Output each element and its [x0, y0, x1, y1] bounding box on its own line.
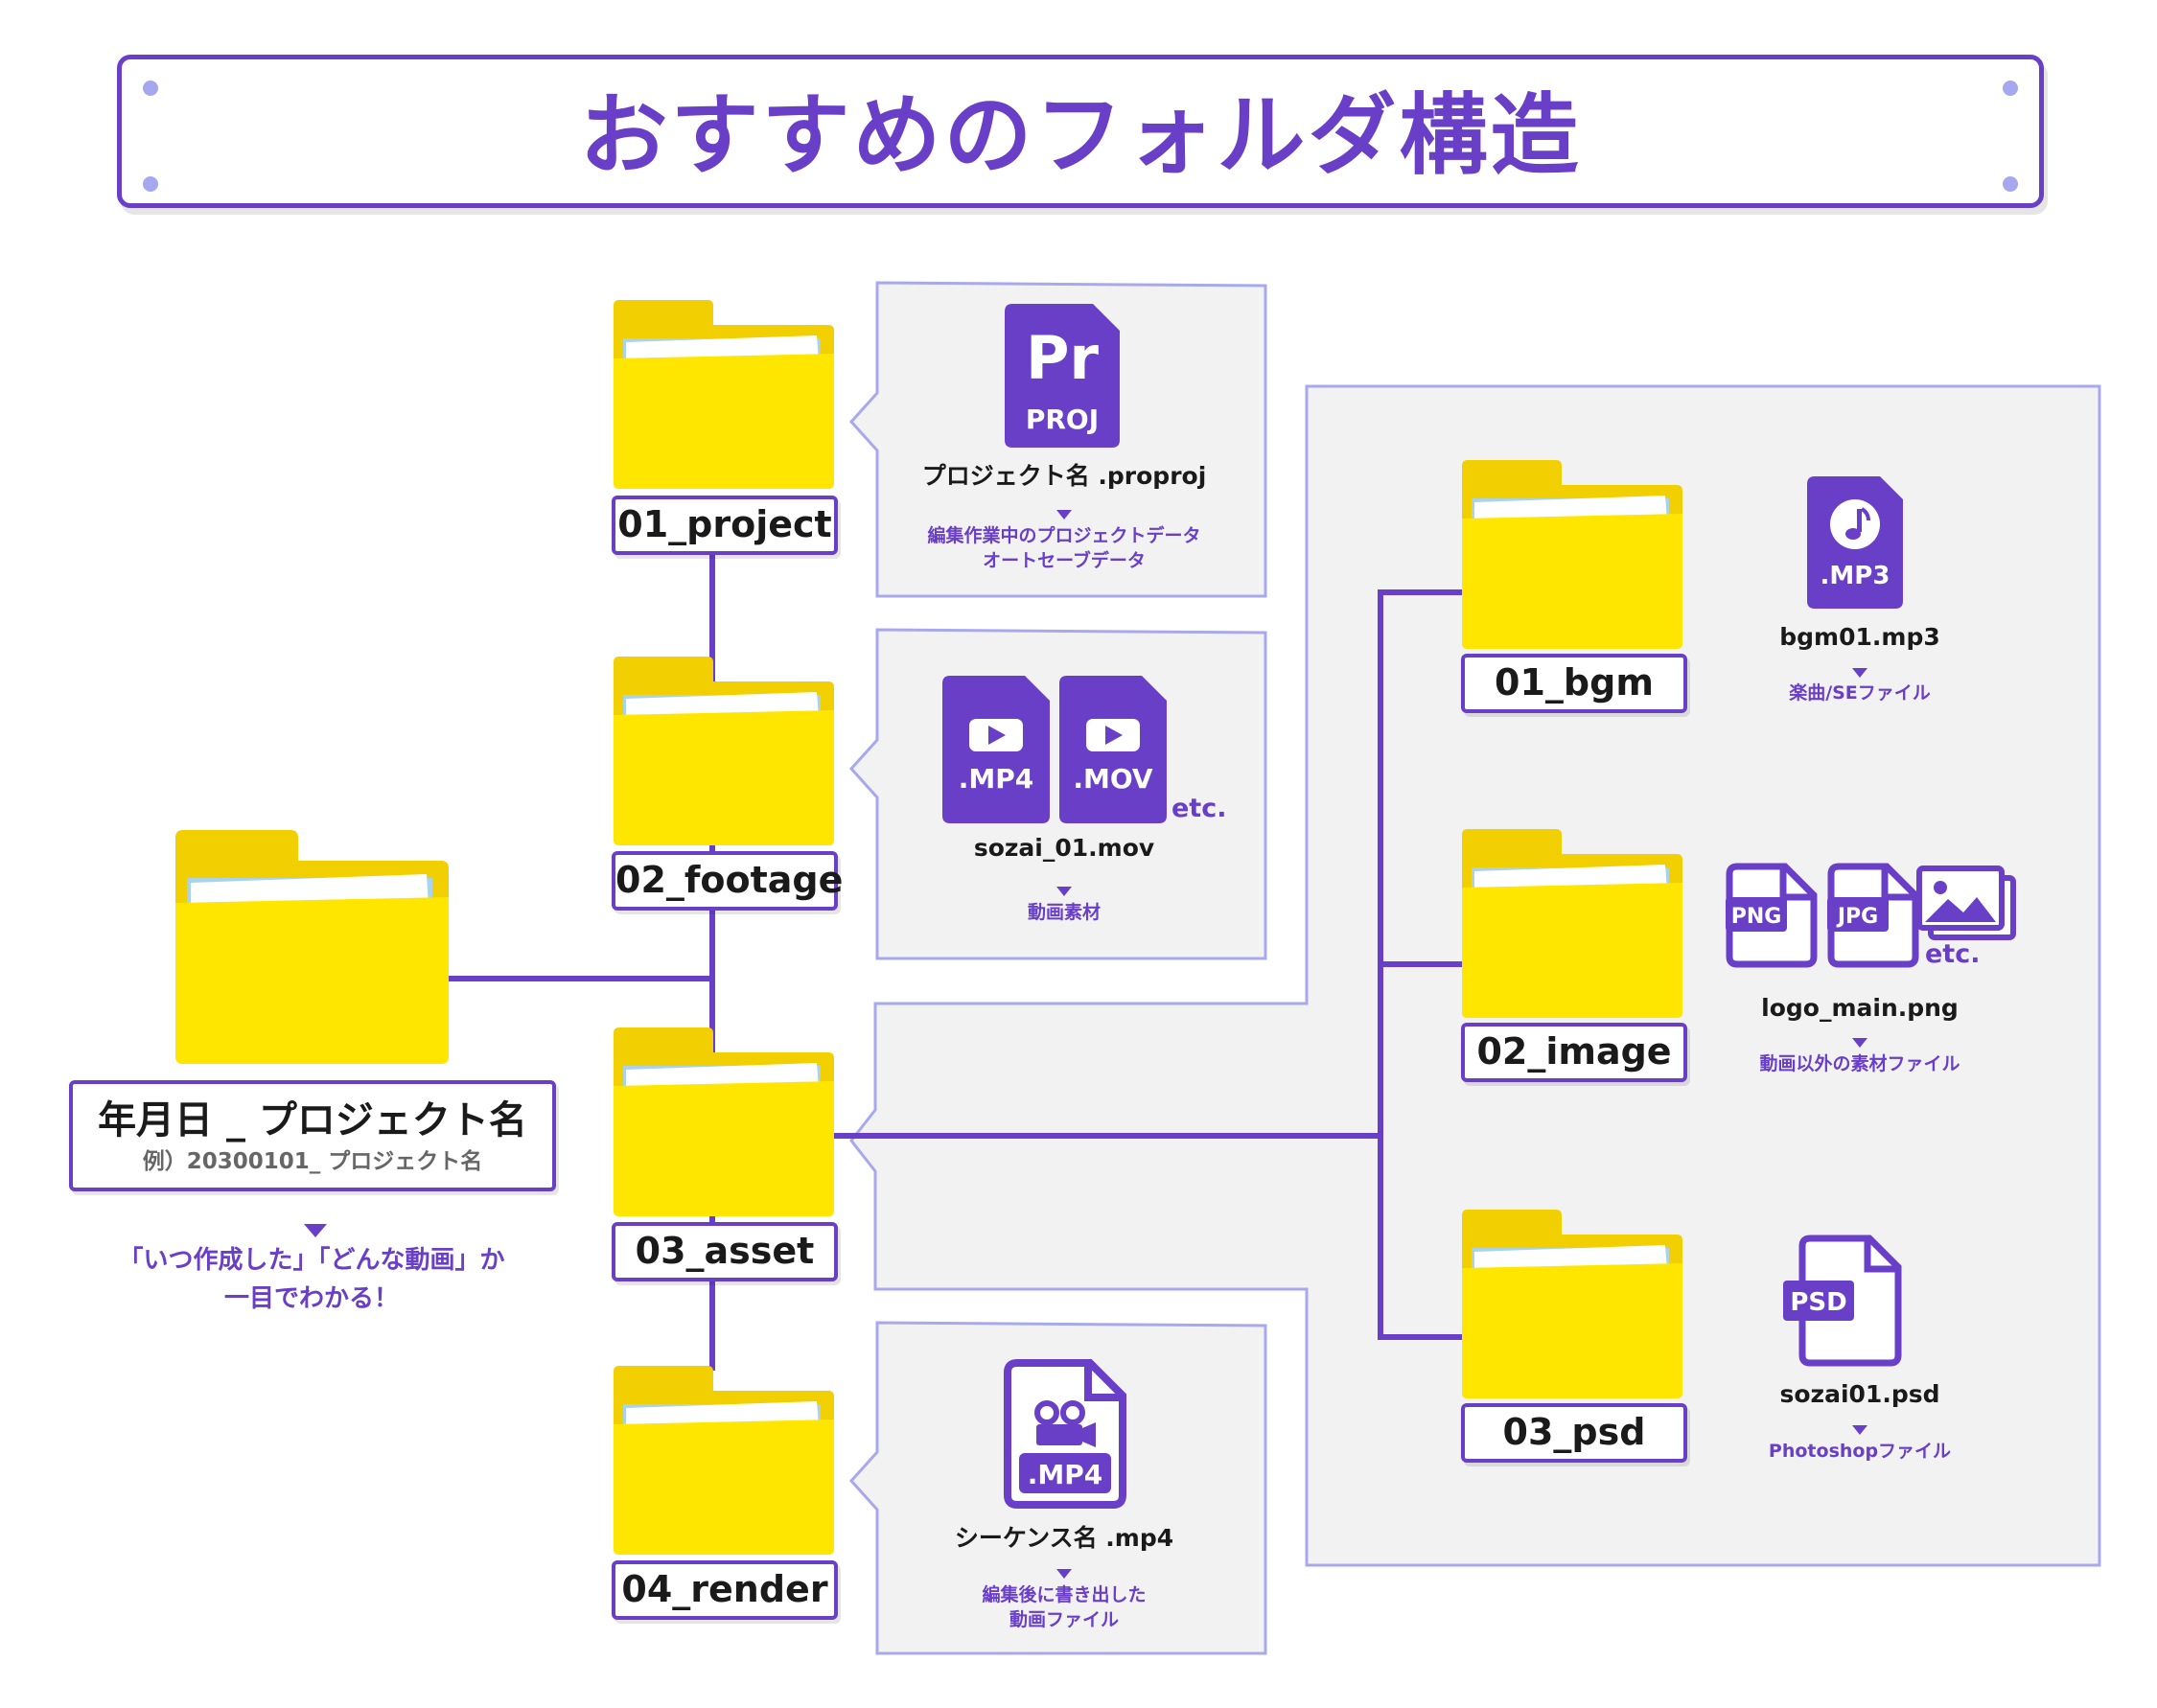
image-arrow: [1852, 1038, 1867, 1048]
image-branch-line: [1378, 961, 1462, 967]
decor-dot: [143, 81, 158, 96]
proj-badge-text: PROJ: [1026, 404, 1099, 435]
footage-arrow: [1056, 887, 1072, 896]
footage-folder-label: 02_footage: [612, 851, 843, 911]
main-trunk-line: [709, 546, 715, 1371]
asset-folder-icon[interactable]: [614, 1027, 834, 1216]
render-folder-icon[interactable]: [614, 1366, 834, 1555]
render-desc-line2: 動画ファイル: [1009, 1609, 1119, 1630]
mov-badge-text: .MOV: [1073, 763, 1153, 795]
jpg-badge-text: JPG: [1836, 905, 1878, 929]
image-file-name: logo_main.png: [1761, 994, 1959, 1022]
root-note: 「いつ作成した」「どんな動画」か 一目でわかる！: [96, 1241, 527, 1318]
root-folder-name: 年月日 _ プロジェクト名: [98, 1098, 527, 1143]
render-mp4-badge-text: .MP4: [1028, 1459, 1103, 1490]
video-camera-file-icon: .MP4: [1004, 1359, 1126, 1512]
psd-badge-text: PSD: [1790, 1288, 1846, 1317]
project-desc: 編集作業中のプロジェクトデータ オートセーブデータ: [882, 523, 1246, 573]
project-file-name: プロジェクト名 .proproj: [921, 462, 1207, 490]
image-folder-label: 02_image: [1461, 1023, 1687, 1082]
bgm-file-name: bgm01.mp3: [1779, 623, 1940, 651]
psd-file-name: sozai01.psd: [1779, 1380, 1940, 1408]
mp3-badge-text: .MP3: [1821, 562, 1890, 590]
asset-folder-label: 03_asset: [612, 1222, 838, 1281]
render-desc-line1: 編集後に書き出した: [982, 1584, 1147, 1605]
psd-arrow: [1852, 1425, 1867, 1435]
render-desc: 編集後に書き出した 動画ファイル: [882, 1582, 1246, 1632]
png-file-icon: PNG: [1726, 863, 1818, 972]
project-desc-line2: オートセーブデータ: [983, 550, 1146, 571]
music-file-icon: .MP3: [1807, 476, 1903, 612]
render-file-name: シーケンス名 .mp4: [954, 1524, 1174, 1552]
decor-dot: [2003, 176, 2018, 192]
render-arrow: [1056, 1569, 1072, 1579]
footage-folder-icon[interactable]: [614, 657, 834, 845]
image-folder-icon[interactable]: [1462, 829, 1682, 1018]
psd-folder-icon[interactable]: [1462, 1210, 1682, 1398]
render-folder-label: 04_render: [612, 1560, 838, 1620]
png-badge-text: PNG: [1731, 905, 1782, 929]
premiere-badge-text: Pr: [1026, 323, 1099, 393]
project-folder-icon[interactable]: [614, 300, 834, 489]
title-banner: おすすめのフォルダ構造: [117, 55, 2044, 208]
mov-file-icon: .MOV: [1059, 676, 1167, 827]
image-etc: etc.: [1925, 939, 1981, 969]
mp4-badge-text: .MP4: [959, 763, 1034, 795]
psd-branch-line: [1378, 1334, 1462, 1340]
root-folder-label: 年月日 _ プロジェクト名 例）20300101_ プロジェクト名: [69, 1080, 556, 1191]
project-desc-line1: 編集作業中のプロジェクトデータ: [927, 525, 1201, 546]
root-folder-icon[interactable]: [175, 830, 449, 1064]
bgm-branch-line: [1378, 589, 1462, 595]
image-desc: 動画以外の素材ファイル: [1759, 1053, 1960, 1074]
jpg-file-icon: JPG: [1827, 863, 1919, 972]
psd-folder-label: 03_psd: [1461, 1403, 1687, 1463]
root-connector-line: [446, 976, 712, 981]
decor-dot: [2003, 81, 2018, 96]
root-note-line1: 「いつ作成した」「どんな動画」か: [118, 1246, 505, 1275]
bgm-desc: 楽曲/SEファイル: [1789, 682, 1931, 704]
decor-dot: [143, 176, 158, 192]
bgm-folder-icon[interactable]: [1462, 460, 1682, 649]
root-folder-example: 例）20300101_ プロジェクト名: [142, 1149, 483, 1174]
root-note-line2: 一目でわかる！: [223, 1284, 399, 1313]
psd-desc: Photoshopファイル: [1768, 1441, 1952, 1462]
psd-file-icon: PSD: [1781, 1235, 1902, 1371]
footage-desc: 動画素材: [1027, 902, 1101, 923]
bgm-arrow: [1852, 668, 1867, 678]
page-title: おすすめのフォルダ構造: [579, 84, 1582, 187]
premiere-project-file-icon: Pr PROJ: [1005, 304, 1120, 451]
footage-file-name: sozai_01.mov: [973, 834, 1155, 862]
mp4-file-icon: .MP4: [942, 676, 1050, 827]
root-note-arrow: [304, 1224, 327, 1237]
project-folder-label: 01_project: [612, 496, 838, 555]
footage-etc: etc.: [1171, 794, 1227, 823]
asset-connector-line: [832, 1133, 1383, 1139]
bgm-folder-label: 01_bgm: [1461, 654, 1687, 713]
image-gallery-icon: [1915, 865, 2017, 945]
project-arrow: [1056, 510, 1072, 519]
